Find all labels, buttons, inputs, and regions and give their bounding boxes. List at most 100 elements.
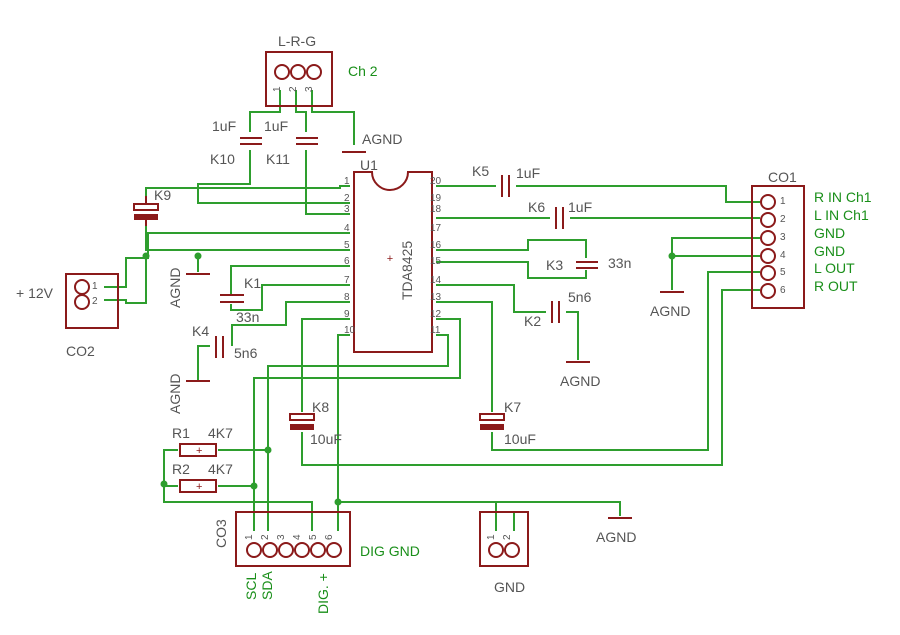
svg-text:1uF: 1uF [264,118,288,134]
wire-gnd-agnd [496,501,621,516]
svg-text:4K7: 4K7 [208,425,233,441]
junction-dot [250,482,258,490]
capacitor-k8[interactable]: K8 10uF [289,399,342,447]
svg-text:AGND: AGND [167,268,183,308]
ic-pin-13: 13 [430,292,442,303]
connector-lrg[interactable]: 1 2 3 L-R-G Ch 2 [265,33,378,107]
svg-text:K10: K10 [210,151,235,167]
wire-co1-gnd [671,237,760,257]
svg-text:3: 3 [276,534,287,540]
svg-text:2: 2 [780,214,786,225]
connector-gnd-label: GND [494,579,525,595]
capacitor-k7[interactable]: K7 10uF [479,399,536,447]
capacitor-k6[interactable]: K6 1uF [528,199,592,229]
junction-dot [334,498,342,506]
connector-co1-label: CO1 [768,169,797,185]
svg-text:K4: K4 [192,323,209,339]
junction-dot [160,480,168,488]
junction-dot [264,446,272,454]
capacitor-k4[interactable]: K4 5n6 [192,323,258,361]
ic-pin-20: 20 [430,176,442,187]
svg-text:+: + [196,445,202,457]
ic-pin-1: 1 [344,176,350,187]
svg-text:5: 5 [308,534,319,540]
svg-text:4K7: 4K7 [208,461,233,477]
net-r-out: R OUT [814,278,858,294]
svg-text:2: 2 [288,86,299,92]
ground-agnd-mid: AGND [167,268,210,308]
capacitor-k1[interactable]: K1 33n [220,275,261,325]
wire-pin7-k1 [230,284,350,311]
svg-text:R2: R2 [172,461,190,477]
svg-text:K1: K1 [244,275,261,291]
ic-pin-7: 7 [344,275,350,286]
svg-text:2: 2 [260,534,271,540]
svg-text:1: 1 [486,534,497,540]
connector-lrg-label: L-R-G [278,33,316,49]
svg-text:33n: 33n [608,255,631,271]
svg-text:5n6: 5n6 [568,289,592,305]
wire-pin9-k8 [301,318,350,412]
svg-text:6: 6 [780,285,786,296]
capacitor-k11[interactable]: 1uF K11 [264,118,318,167]
ground-agnd-top: AGND [342,131,402,153]
svg-text:33n: 33n [236,309,259,325]
junctions [142,252,676,506]
junction-dot [668,252,676,260]
svg-text:5: 5 [780,267,786,278]
resistor-r1[interactable]: + R1 4K7 [172,425,233,457]
svg-text:1: 1 [244,534,255,540]
ic-pin-8: 8 [344,292,350,303]
wire-pin5-ground [145,224,350,251]
connector-gnd[interactable]: 1 2 GND [479,511,529,595]
wire-r1-left [163,449,313,531]
wire-k11-pin3 [305,150,350,215]
ic-pin-4: 4 [344,223,350,234]
connector-co3-label: CO3 [213,519,229,548]
wire-k9-pin1 [145,185,350,196]
ic-pin-19: 19 [430,193,442,204]
ic-pin-11: 11 [430,325,441,336]
svg-text:6: 6 [324,534,335,540]
svg-text:2: 2 [92,296,98,307]
connector-co3[interactable]: 1 2 3 4 5 6 CO3 DIG GND SCL SDA DIG. + [213,511,420,614]
junction-dot [142,252,150,260]
svg-text:AGND: AGND [596,529,636,545]
svg-text:3: 3 [304,86,315,92]
svg-text:1: 1 [780,196,786,207]
wire-k5-co1 [516,185,760,203]
net-dig-gnd: DIG GND [360,543,420,559]
ground-agnd-right: AGND [650,291,690,319]
capacitor-k10[interactable]: 1uF K10 [210,118,262,167]
capacitor-k2[interactable]: K2 5n6 [524,289,592,329]
connector-co1[interactable]: 1 2 3 4 5 6 CO1 R IN Ch1 L IN Ch1 GND GN… [751,169,872,309]
ground-agnd-bottom: AGND [596,517,636,545]
connector-co2[interactable]: 1 2 CO2 + 12V [16,273,119,359]
svg-text:K11: K11 [266,151,290,167]
wire-pin11-sda [267,334,449,531]
net-dig-plus: DIG. + [315,573,331,614]
ic-pin-5: 5 [344,240,350,251]
svg-text:K2: K2 [524,313,541,329]
net-scl: SCL [243,573,259,600]
net-r-in-ch1: R IN Ch1 [814,189,872,205]
capacitor-k5[interactable]: K5 1uF [472,163,540,197]
capacitor-k3[interactable]: K3 33n [546,255,631,273]
resistor-r2[interactable]: + R2 4K7 [172,461,233,493]
wire-k7-co1 [491,271,760,451]
ic-pin-18: 18 [430,204,442,215]
ic-pin-12: 12 [430,309,442,320]
svg-text:AGND: AGND [650,303,690,319]
svg-text:AGND: AGND [362,131,402,147]
ic-u1[interactable]: + U1 TDA8425 123456789102019181716151413… [344,157,442,353]
svg-text:1uF: 1uF [516,165,540,181]
wire-k2-agnd [566,311,579,360]
wire-pin13-k7 [436,301,493,412]
junction-dot [194,252,202,260]
net-l-in-ch1: L IN Ch1 [814,207,869,223]
wire-k4-agnd [197,345,210,380]
svg-text:4: 4 [292,534,303,540]
ic-pin-17: 17 [430,223,442,234]
capacitor-k9[interactable]: K9 [133,187,171,226]
